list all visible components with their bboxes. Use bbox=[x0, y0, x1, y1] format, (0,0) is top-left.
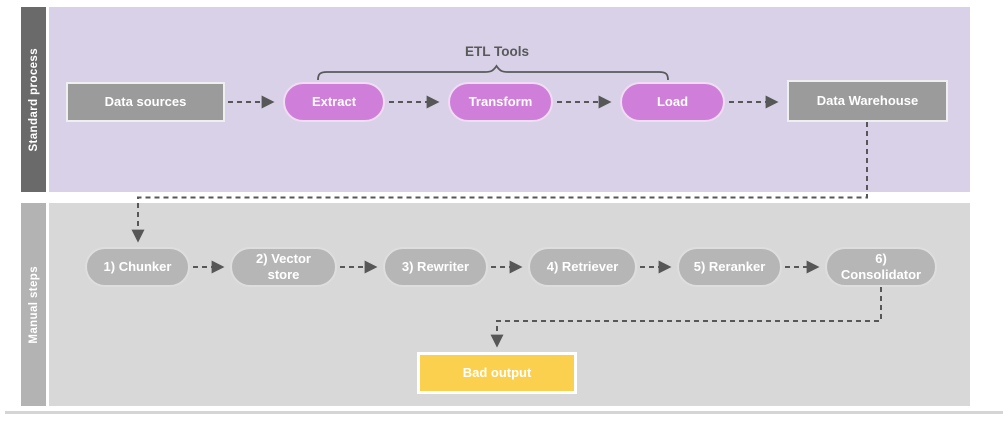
node-data-warehouse: Data Warehouse bbox=[787, 80, 948, 122]
lane-label-standard-process-text: Standard process bbox=[27, 47, 40, 152]
node-step6-consolidator: 6) Consolidator bbox=[825, 247, 937, 287]
lane-label-manual-steps-text: Manual steps bbox=[27, 265, 40, 344]
node-transform: Transform bbox=[448, 82, 553, 122]
node-bad-output: Bad output bbox=[417, 352, 577, 394]
node-step3-rewriter: 3) Rewriter bbox=[383, 247, 488, 287]
etl-tools-label: ETL Tools bbox=[465, 44, 529, 59]
lane-label-standard-process: Standard process bbox=[21, 7, 46, 192]
node-extract: Extract bbox=[283, 82, 385, 122]
node-step1-chunker: 1) Chunker bbox=[85, 247, 190, 287]
node-load: Load bbox=[620, 82, 725, 122]
page-bottom-divider bbox=[5, 411, 1003, 414]
lane-label-manual-steps: Manual steps bbox=[21, 203, 46, 406]
node-step4-retriever: 4) Retriever bbox=[528, 247, 637, 287]
node-data-sources: Data sources bbox=[66, 82, 225, 122]
node-step2-vector-store: 2) Vector store bbox=[230, 247, 337, 287]
node-step5-reranker: 5) Reranker bbox=[677, 247, 782, 287]
